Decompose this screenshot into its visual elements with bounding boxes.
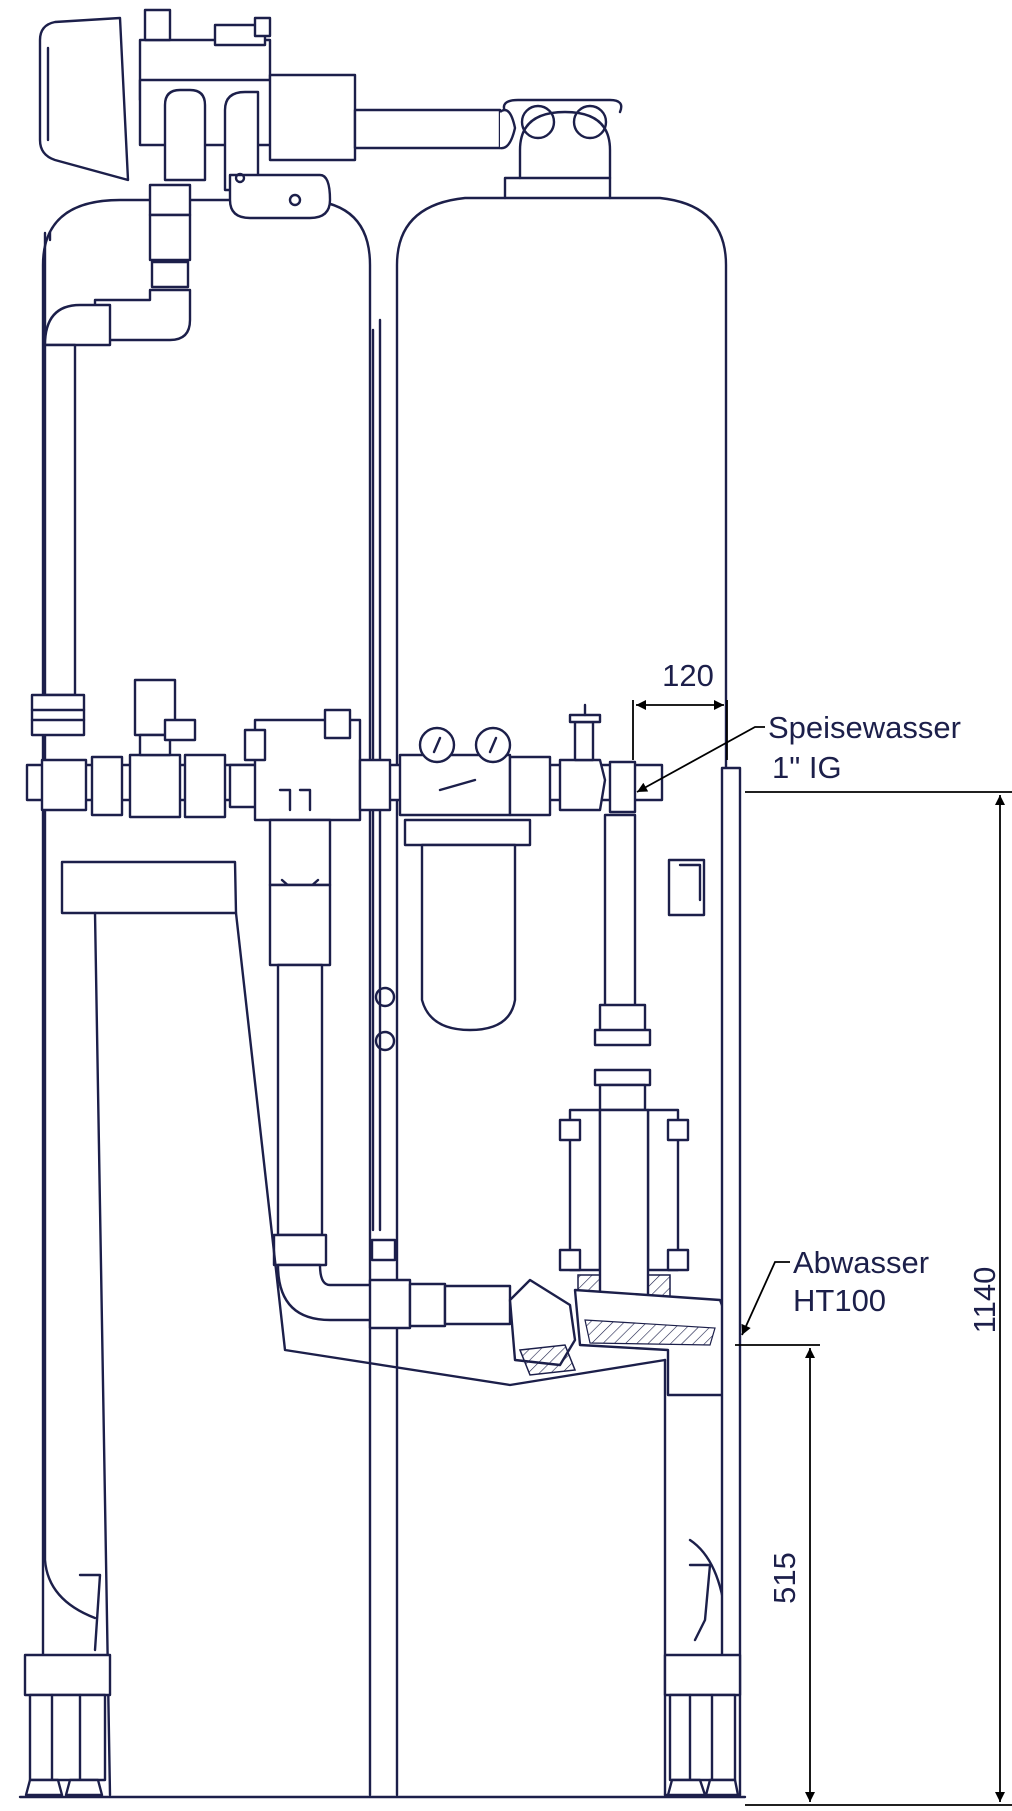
right-resin-tank xyxy=(395,98,728,1797)
feed-water-leader xyxy=(636,726,765,793)
feed-height-label: 1140 xyxy=(967,1267,1002,1334)
waste-water-label: Abwasser xyxy=(793,1245,929,1280)
feed-manifold xyxy=(25,678,664,822)
feed-water-spec: 1" IG xyxy=(772,750,842,785)
frame-right xyxy=(663,766,742,1797)
left-riser-pipe xyxy=(30,213,192,737)
dimension-feed-height xyxy=(745,791,1012,1806)
waste-water-leader xyxy=(741,1261,790,1336)
dimension-offset xyxy=(632,700,728,760)
waste-water-spec: HT100 xyxy=(793,1283,886,1318)
offset-dimension-label: 120 xyxy=(662,658,714,693)
dimension-drain-height xyxy=(735,1344,820,1802)
drain-pipe-horizontal xyxy=(276,1263,737,1397)
drain-height-label: 515 xyxy=(767,1552,802,1604)
feed-water-label: Speisewasser xyxy=(768,710,961,745)
brine-tank xyxy=(60,858,706,1797)
control-valve xyxy=(38,8,608,220)
frame-left xyxy=(23,1573,112,1797)
drain-pipe-left xyxy=(268,818,332,1267)
left-resin-tank xyxy=(41,198,372,1797)
filter-housing xyxy=(403,818,532,1032)
